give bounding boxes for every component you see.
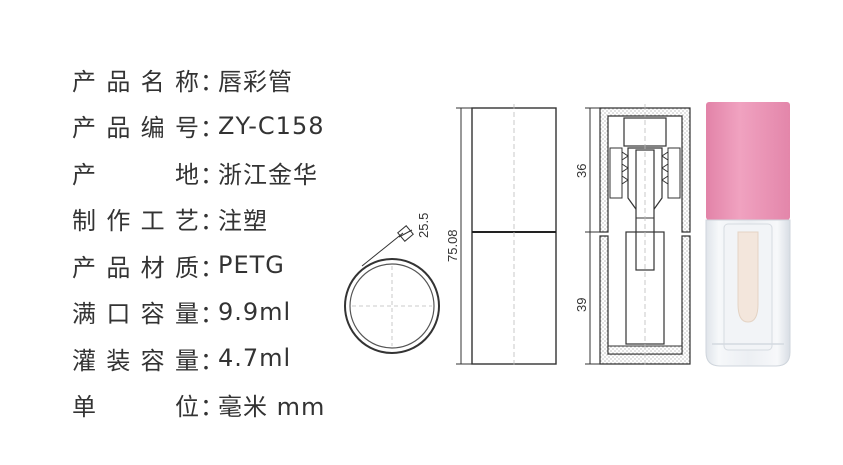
spec-row-product-code: 产品编号 ： ZY-C158 — [72, 103, 325, 150]
cap-wall-section — [599, 107, 691, 233]
pink-cap — [706, 102, 790, 220]
product-render — [705, 102, 791, 367]
spec-row-fill-capacity: 灌装容量 ： 4.7ml — [72, 335, 325, 382]
thread-left — [609, 147, 623, 199]
section-view: 36 39 — [574, 104, 691, 368]
base-height-label: 39 — [574, 298, 589, 312]
side-view: 75.08 — [445, 104, 557, 368]
leader-line — [361, 232, 404, 267]
spec-label: 产品编号 — [72, 114, 200, 143]
spec-value: 9.9ml — [218, 297, 292, 326]
spec-row-product-name: 产品名称 ： 唇彩管 — [72, 56, 325, 103]
spec-label: 产品名称 — [72, 67, 200, 96]
spec-value: PETG — [218, 251, 285, 280]
spec-value: 浙江金华 — [218, 160, 318, 189]
diameter-icon — [397, 225, 414, 242]
top-view-outer-circle — [344, 258, 440, 354]
spec-label: 制作工艺 — [72, 207, 200, 236]
spec-value: ZY-C158 — [218, 111, 325, 140]
spec-row-brimful-capacity: 满口容量 ： 9.9ml — [72, 289, 325, 336]
spec-value: 毫米 mm — [218, 393, 326, 422]
spec-row-material: 产品材质 ： PETG — [72, 242, 325, 289]
spec-label: 产 地 — [72, 160, 200, 189]
height-label: 75.08 — [445, 229, 460, 262]
spec-label: 产品材质 — [72, 253, 200, 282]
spec-row-origin: 产 地 ： 浙江金华 — [72, 149, 325, 196]
spec-label: 满口容量 — [72, 300, 200, 329]
spec-row-unit: 单 位 ： 毫米 mm — [72, 382, 325, 429]
applicator-tip — [737, 231, 759, 323]
top-view: 25.5 — [344, 213, 440, 354]
thread-right — [667, 147, 681, 199]
spec-value: 唇彩管 — [218, 67, 293, 96]
spec-value: 注塑 — [218, 207, 268, 236]
spec-label: 灌装容量 — [72, 346, 200, 375]
spec-label: 单 位 — [72, 393, 200, 422]
cap-height-label: 36 — [574, 164, 589, 178]
top-view-inner-circle — [349, 263, 435, 349]
diameter-label: 25.5 — [416, 213, 431, 238]
base-wall-section — [599, 235, 691, 365]
spec-value: 4.7ml — [218, 344, 292, 373]
spec-list: 产品名称 ： 唇彩管 产品编号 ： ZY-C158 产 地 ： 浙江金华 制作工… — [72, 56, 325, 428]
spec-row-process: 制作工艺 ： 注塑 — [72, 196, 325, 243]
